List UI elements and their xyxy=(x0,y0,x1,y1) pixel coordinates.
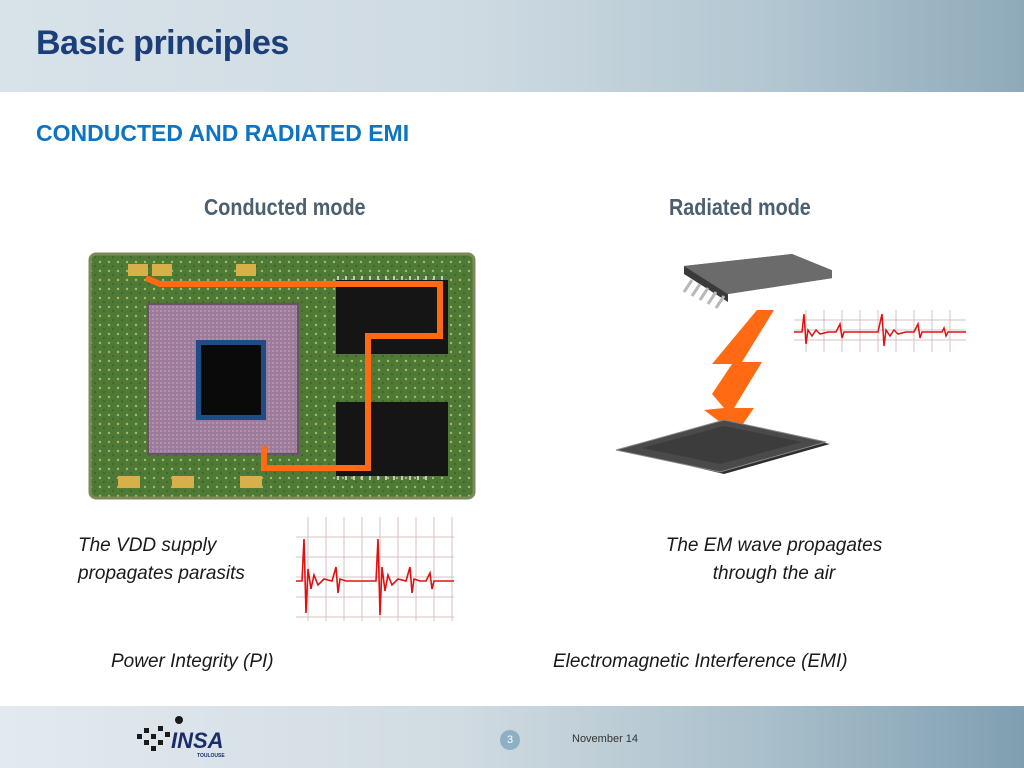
page-number-badge: 3 xyxy=(500,730,520,750)
conducted-signal-graph xyxy=(296,517,454,621)
vdd-trace xyxy=(144,275,443,471)
conducted-caption-line2: propagates parasits xyxy=(78,563,245,584)
emi-label: Electromagnetic Interference (EMI) xyxy=(553,651,848,672)
radiated-caption-line2: through the air xyxy=(712,563,836,584)
conducted-caption-line1: The VDD supply xyxy=(78,535,217,556)
radiated-caption: The EM wave propagates through the air xyxy=(624,532,924,588)
conducted-signal-trace xyxy=(296,538,454,616)
insa-logo: INSA TOULOUSE xyxy=(137,716,225,759)
insa-logo-subtext: TOULOUSE xyxy=(197,753,225,759)
radiated-caption-line1: The EM wave propagates xyxy=(665,535,883,556)
radiated-mode-heading: Radiated mode xyxy=(669,194,811,220)
conducted-mode-heading: Conducted mode xyxy=(204,194,366,220)
slide-subtitle: CONDUCTED AND RADIATED EMI xyxy=(36,120,410,146)
footer-date: November 14 xyxy=(572,733,639,745)
radiated-signal-trace xyxy=(794,313,966,347)
conducted-caption: The VDD supply propagates parasits xyxy=(78,532,245,588)
power-integrity-label: Power Integrity (PI) xyxy=(111,651,274,672)
pcb-board-image xyxy=(88,252,476,500)
radiated-signal-graph xyxy=(794,310,966,352)
slide-header xyxy=(0,0,1024,92)
radiated-chips-image xyxy=(615,254,832,474)
insa-logo-text: INSA xyxy=(171,728,224,753)
slide-title: Basic principles xyxy=(36,24,289,62)
